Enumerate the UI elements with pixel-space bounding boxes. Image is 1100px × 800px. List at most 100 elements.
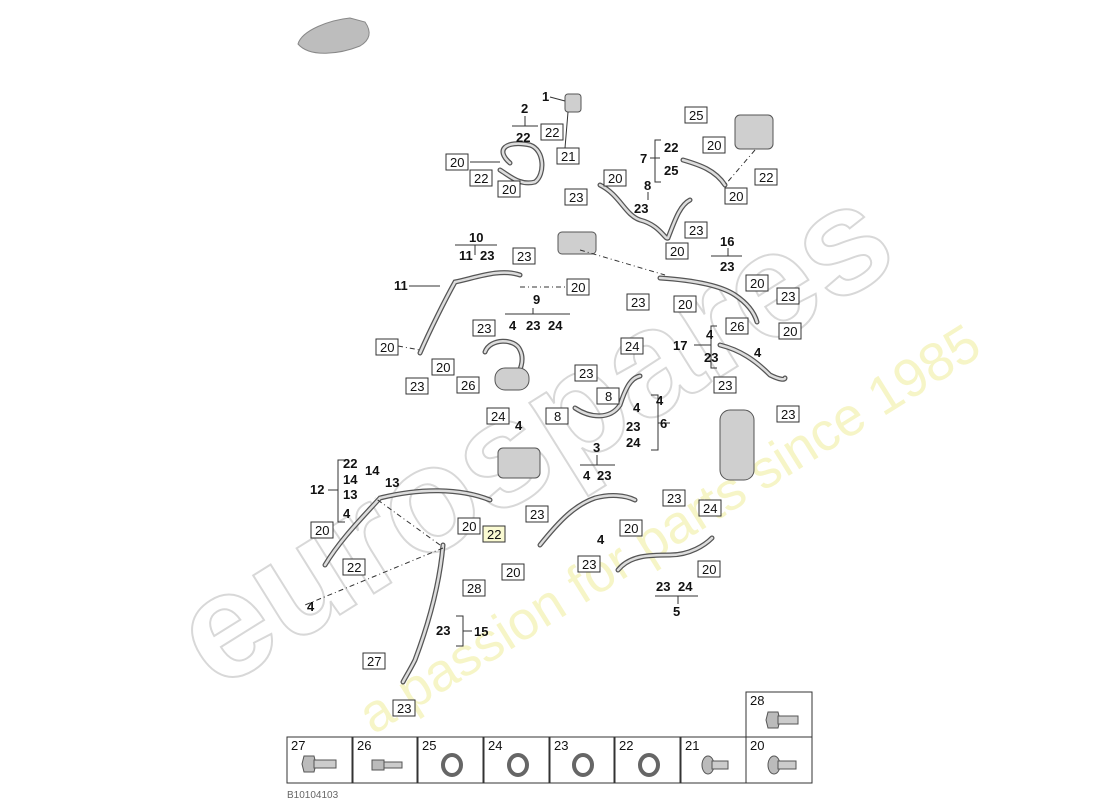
- callout-9: 9: [533, 292, 540, 307]
- bolt-round-head-icon: [767, 755, 797, 775]
- legend-num-25: 25: [422, 738, 436, 753]
- callout-8b: 8: [605, 389, 612, 404]
- callout-16-sub-23: 23: [720, 259, 734, 274]
- callout-23n: 23: [397, 701, 411, 716]
- callout-2: 2: [521, 101, 528, 116]
- callout-20h: 20: [608, 171, 622, 186]
- callout-23l: 23: [667, 491, 681, 506]
- callout-8c: 8: [554, 409, 561, 424]
- legend-num-22: 22: [619, 738, 633, 753]
- callout-24c: 24: [703, 501, 717, 516]
- callout-3-sub-23: 23: [597, 468, 611, 483]
- callout-4d: 4: [307, 599, 315, 614]
- callout-1: 1: [542, 89, 549, 104]
- bolt-flange-icon: [765, 711, 799, 729]
- callout-20f: 20: [707, 138, 721, 153]
- callout-4b: 4: [754, 345, 762, 360]
- callout-2-sub-22: 22: [516, 130, 530, 145]
- callout-23c: 23: [477, 321, 491, 336]
- callout-27a: 27: [367, 654, 381, 669]
- callout-25a: 25: [689, 108, 703, 123]
- callout-20e: 20: [436, 360, 450, 375]
- callout-23m: 23: [582, 557, 596, 572]
- o-ring-icon: [441, 753, 463, 777]
- callout-9-sub-23: 23: [526, 318, 540, 333]
- legend-num-27: 27: [291, 738, 305, 753]
- callout-7-sub-25: 25: [664, 163, 678, 178]
- callout-24b: 24: [625, 339, 639, 354]
- o-ring-icon: [638, 753, 660, 777]
- callout-23i: 23: [781, 407, 795, 422]
- callout-16: 16: [720, 234, 734, 249]
- o-ring-icon: [572, 753, 594, 777]
- callout-8-sub-23: 23: [634, 201, 648, 216]
- callout-4a: 4: [515, 418, 523, 433]
- callout-12-sub-4: 4: [343, 506, 351, 521]
- callout-23h: 23: [718, 378, 732, 393]
- callout-24a: 24: [491, 409, 505, 424]
- callouts: 1 2 22 22 20 22 20 21 10 11 23 23 20 11 …: [307, 89, 802, 717]
- callout-26a: 26: [461, 378, 475, 393]
- callout-21: 21: [561, 149, 575, 164]
- legend-num-24: 24: [488, 738, 502, 753]
- callout-23d: 23: [569, 190, 583, 205]
- o-ring-icon: [507, 753, 529, 777]
- callout-9-sub-24: 24: [548, 318, 563, 333]
- callout-23f: 23: [631, 295, 645, 310]
- leader-lines: [304, 96, 756, 647]
- callout-7-sub-22: 22: [664, 140, 678, 155]
- callout-10: 10: [469, 230, 483, 245]
- callout-12-sub-22: 22: [343, 456, 357, 471]
- callout-20n: 20: [462, 519, 476, 534]
- callout-23g: 23: [781, 289, 795, 304]
- parts-legend: 28 27 26 25 24 23 22 21: [286, 691, 813, 784]
- callout-6-sub-24: 24: [626, 435, 641, 450]
- callout-6-sub-4: 4: [633, 400, 641, 415]
- callout-17-sub-4: 4: [706, 327, 714, 342]
- callout-22d: 22: [347, 560, 361, 575]
- callout-22b: 22: [474, 171, 488, 186]
- bolt-round-head-icon: [701, 755, 729, 775]
- callout-20p: 20: [624, 521, 638, 536]
- callout-23e: 23: [689, 223, 703, 238]
- callout-22c: 22: [759, 170, 773, 185]
- callout-20k: 20: [750, 276, 764, 291]
- callout-7: 7: [640, 151, 647, 166]
- callout-22e: 22: [487, 527, 501, 542]
- callout-17-sub-23: 23: [704, 350, 718, 365]
- legend-num-28: 28: [750, 693, 764, 708]
- callout-26b: 26: [730, 319, 744, 334]
- callout-13: 13: [385, 475, 399, 490]
- callout-20g: 20: [729, 189, 743, 204]
- callout-8: 8: [644, 178, 651, 193]
- callout-3: 3: [593, 440, 600, 455]
- footer-code: B10104103: [287, 790, 339, 800]
- callout-20b: 20: [502, 182, 516, 197]
- stud-bolt-icon: [371, 759, 403, 771]
- callout-12: 12: [310, 482, 324, 497]
- callout-23k: 23: [530, 507, 544, 522]
- callout-17: 17: [673, 338, 687, 353]
- callout-5-sub-24: 24: [678, 579, 693, 594]
- callout-12-sub-13: 13: [343, 487, 357, 502]
- callout-15: 15: [474, 624, 488, 639]
- callout-20d: 20: [380, 340, 394, 355]
- callout-20j: 20: [678, 297, 692, 312]
- callout-5: 5: [673, 604, 680, 619]
- callout-4c: 4: [656, 393, 664, 408]
- callout-28a: 28: [467, 581, 481, 596]
- legend-num-23: 23: [554, 738, 568, 753]
- legend-num-20: 20: [750, 738, 764, 753]
- legend-num-26: 26: [357, 738, 371, 753]
- callout-20c: 20: [571, 280, 585, 295]
- bolt-flange-icon: [301, 755, 337, 773]
- hose-group: [322, 93, 788, 685]
- callout-20o: 20: [506, 565, 520, 580]
- vehicle-silhouette-icon: [297, 17, 370, 54]
- callout-15-sub-23: 23: [436, 623, 450, 638]
- callout-6-sub-23: 23: [626, 419, 640, 434]
- callout-3-sub-4: 4: [583, 468, 591, 483]
- callout-20q: 20: [702, 562, 716, 577]
- callout-12-sub-14: 14: [343, 472, 358, 487]
